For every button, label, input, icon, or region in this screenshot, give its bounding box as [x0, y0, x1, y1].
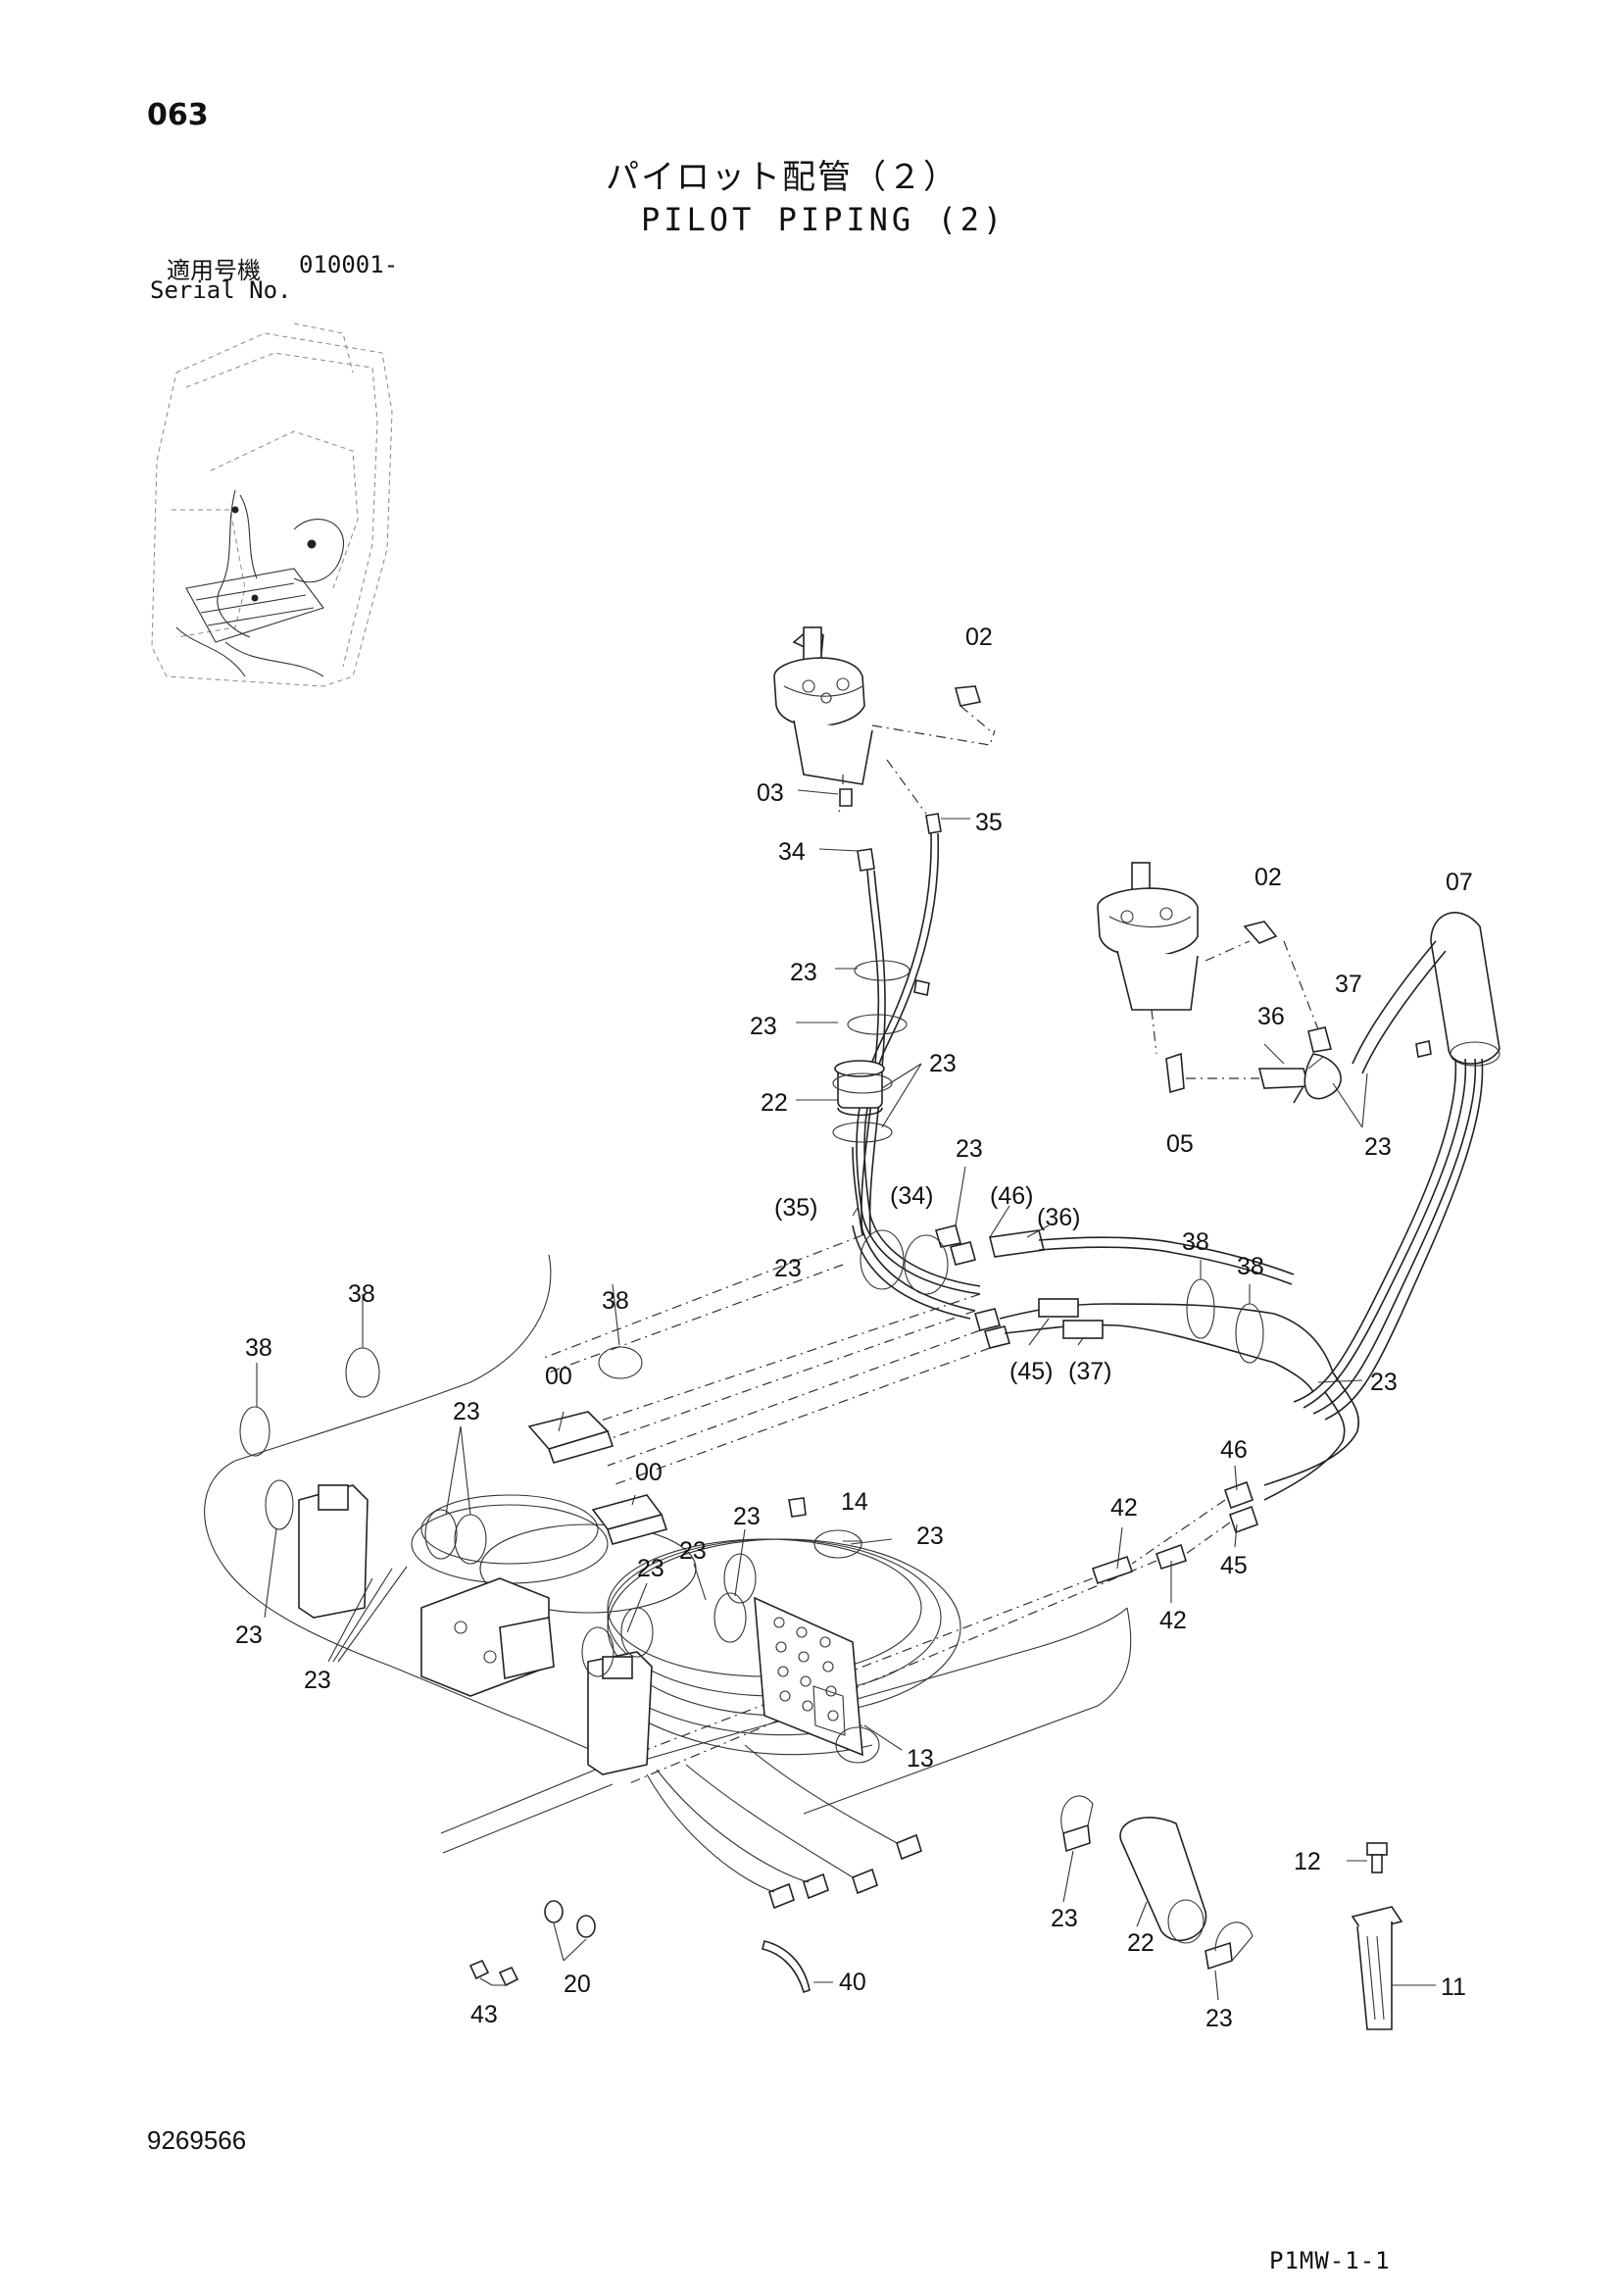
callout-label: 23 — [235, 1622, 263, 1649]
callout-label: 03 — [757, 779, 784, 807]
callout-label: 37 — [1335, 971, 1362, 998]
callout-label: 34 — [778, 838, 806, 866]
callout-label: (35) — [774, 1194, 817, 1222]
callout-labels: 02 03 35 34 23 23 22 23 02 07 37 36 05 2… — [235, 624, 1473, 2032]
callout-label: 13 — [907, 1745, 934, 1772]
callout-label: 02 — [1254, 864, 1282, 891]
page-title-japanese: パイロット配管（２） — [606, 158, 959, 197]
cab-overview-illustration — [151, 323, 393, 687]
callout-label: 40 — [839, 1969, 866, 1996]
mid-hose-routing — [852, 1215, 1334, 1393]
callout-label: 11 — [1441, 1973, 1466, 2001]
callout-label: 22 — [761, 1089, 788, 1117]
callout-label: (46) — [990, 1182, 1033, 1210]
callout-label: 23 — [637, 1555, 664, 1582]
plate-holes — [773, 1617, 839, 1722]
upper-pilot-hoses — [832, 788, 942, 1236]
document-number: 9269566 — [147, 2125, 247, 2155]
page-number: 063 — [147, 98, 209, 132]
callout-label: 42 — [1110, 1494, 1138, 1522]
callout-label: 00 — [545, 1363, 572, 1390]
callout-label: 12 — [1294, 1848, 1321, 1875]
callout-label: 38 — [1237, 1253, 1264, 1280]
callout-label: 23 — [733, 1503, 761, 1530]
console-base-structure — [204, 1254, 1132, 1854]
serial-range: 010001- — [299, 251, 399, 278]
callout-label: 42 — [1159, 1607, 1187, 1634]
callout-label: 45 — [1220, 1552, 1248, 1579]
page-title: PILOT PIPING (2) — [641, 201, 1007, 238]
callout-label: 43 — [470, 2001, 498, 2028]
callout-label: 23 — [1051, 1905, 1078, 1932]
callout-label: 02 — [965, 624, 993, 651]
serial-label: Serial No. — [150, 276, 292, 304]
callout-label: 14 — [841, 1488, 868, 1516]
callout-label: 46 — [1220, 1436, 1248, 1464]
callout-label: 23 — [790, 959, 817, 986]
callout-label: 23 — [1205, 2005, 1233, 2032]
callout-label: (45) — [1009, 1358, 1053, 1385]
lower-valve-assembly — [298, 1411, 961, 1910]
serial-label-japanese: 適用号機 — [167, 257, 261, 284]
callout-label: (37) — [1068, 1358, 1111, 1385]
callout-label: 36 — [1257, 1003, 1285, 1030]
assembly-leader-lines — [543, 1234, 991, 1486]
page-code: P1MW-1-1 — [1269, 2247, 1391, 2274]
callout-label: 23 — [750, 1013, 777, 1040]
callout-label: 20 — [564, 1971, 591, 1998]
callout-label: 35 — [975, 809, 1003, 836]
callout-label: 38 — [602, 1287, 629, 1315]
callout-label: 23 — [929, 1050, 957, 1077]
callout-label: 38 — [1182, 1228, 1209, 1256]
callout-label: 23 — [1370, 1369, 1398, 1396]
callout-label: 05 — [1166, 1130, 1194, 1158]
callout-label: 23 — [1364, 1133, 1392, 1161]
upper-pilot-valve — [773, 626, 996, 815]
hose-clamps — [239, 1346, 1254, 1971]
callout-label: 23 — [453, 1398, 480, 1425]
callout-label: 23 — [304, 1667, 331, 1694]
callout-label: 00 — [635, 1459, 663, 1486]
callout-label: 23 — [916, 1522, 944, 1550]
callout-label: 38 — [245, 1334, 272, 1362]
callout-label: (36) — [1037, 1204, 1080, 1231]
callout-label: 38 — [348, 1280, 375, 1308]
callout-label: 22 — [1127, 1929, 1155, 1957]
callout-label: 07 — [1446, 869, 1473, 896]
small-parts — [468, 1497, 1403, 2030]
callout-label: (34) — [890, 1182, 933, 1210]
callout-label: 23 — [956, 1135, 983, 1163]
callout-label: 23 — [679, 1537, 707, 1565]
right-pilot-valve — [1097, 862, 1500, 1421]
right-connectors — [607, 1372, 1359, 1785]
callout-leaders — [256, 789, 1436, 2001]
callout-label: 23 — [774, 1255, 802, 1282]
